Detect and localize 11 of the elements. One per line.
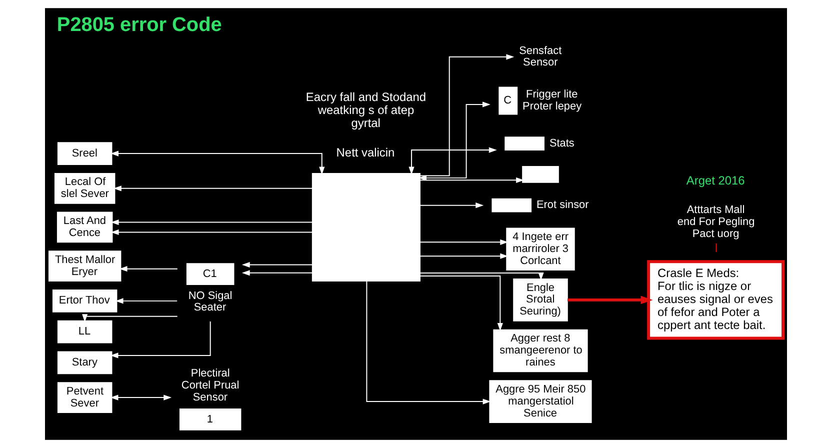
node-label: Frigger lite Proter lepey <box>522 88 582 113</box>
node-label: Erot sinsor <box>536 199 589 212</box>
node-label: Plectiral Cortel Prual Sensor <box>181 367 240 404</box>
node-label: Stats <box>549 137 574 150</box>
node-text: Atttarts Mall end For Pegling Pact uorg <box>677 204 755 240</box>
label: Arget 2016 <box>686 174 745 188</box>
diagram-title: P2805 error Code <box>56 14 222 36</box>
node-text: Sensfact Sensor <box>519 44 562 69</box>
label: Eacry fall and Stodand weatking s of atep gyrtal <box>306 90 426 130</box>
node-label: NO Sigal Seater <box>188 290 232 314</box>
label: Nett valicin <box>336 146 395 160</box>
